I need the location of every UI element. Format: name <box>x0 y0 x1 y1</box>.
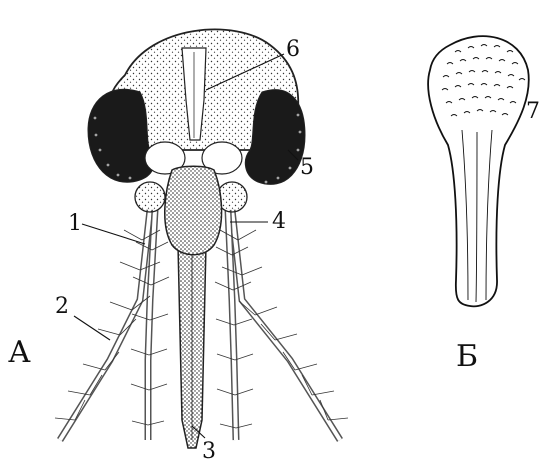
proboscis-base <box>165 166 222 255</box>
callout-4: 4 <box>272 209 286 234</box>
panel-a-label: А <box>8 335 31 370</box>
callout-2: 2 <box>55 294 69 319</box>
callout-7: 7 <box>526 99 540 124</box>
panel-a-drawing <box>55 29 348 448</box>
callout-1: 1 <box>68 211 82 236</box>
panel-b-drawing <box>428 36 529 306</box>
callout-3: 3 <box>202 439 216 464</box>
left-compound-eye <box>88 89 154 182</box>
left-pedicel <box>135 182 165 212</box>
right-antenna <box>215 210 348 440</box>
callout-5: 5 <box>300 155 314 180</box>
left-antenna <box>55 210 169 440</box>
panel-b-label: Б <box>456 339 478 374</box>
callout-6: 6 <box>286 37 300 62</box>
proboscis <box>178 245 206 448</box>
